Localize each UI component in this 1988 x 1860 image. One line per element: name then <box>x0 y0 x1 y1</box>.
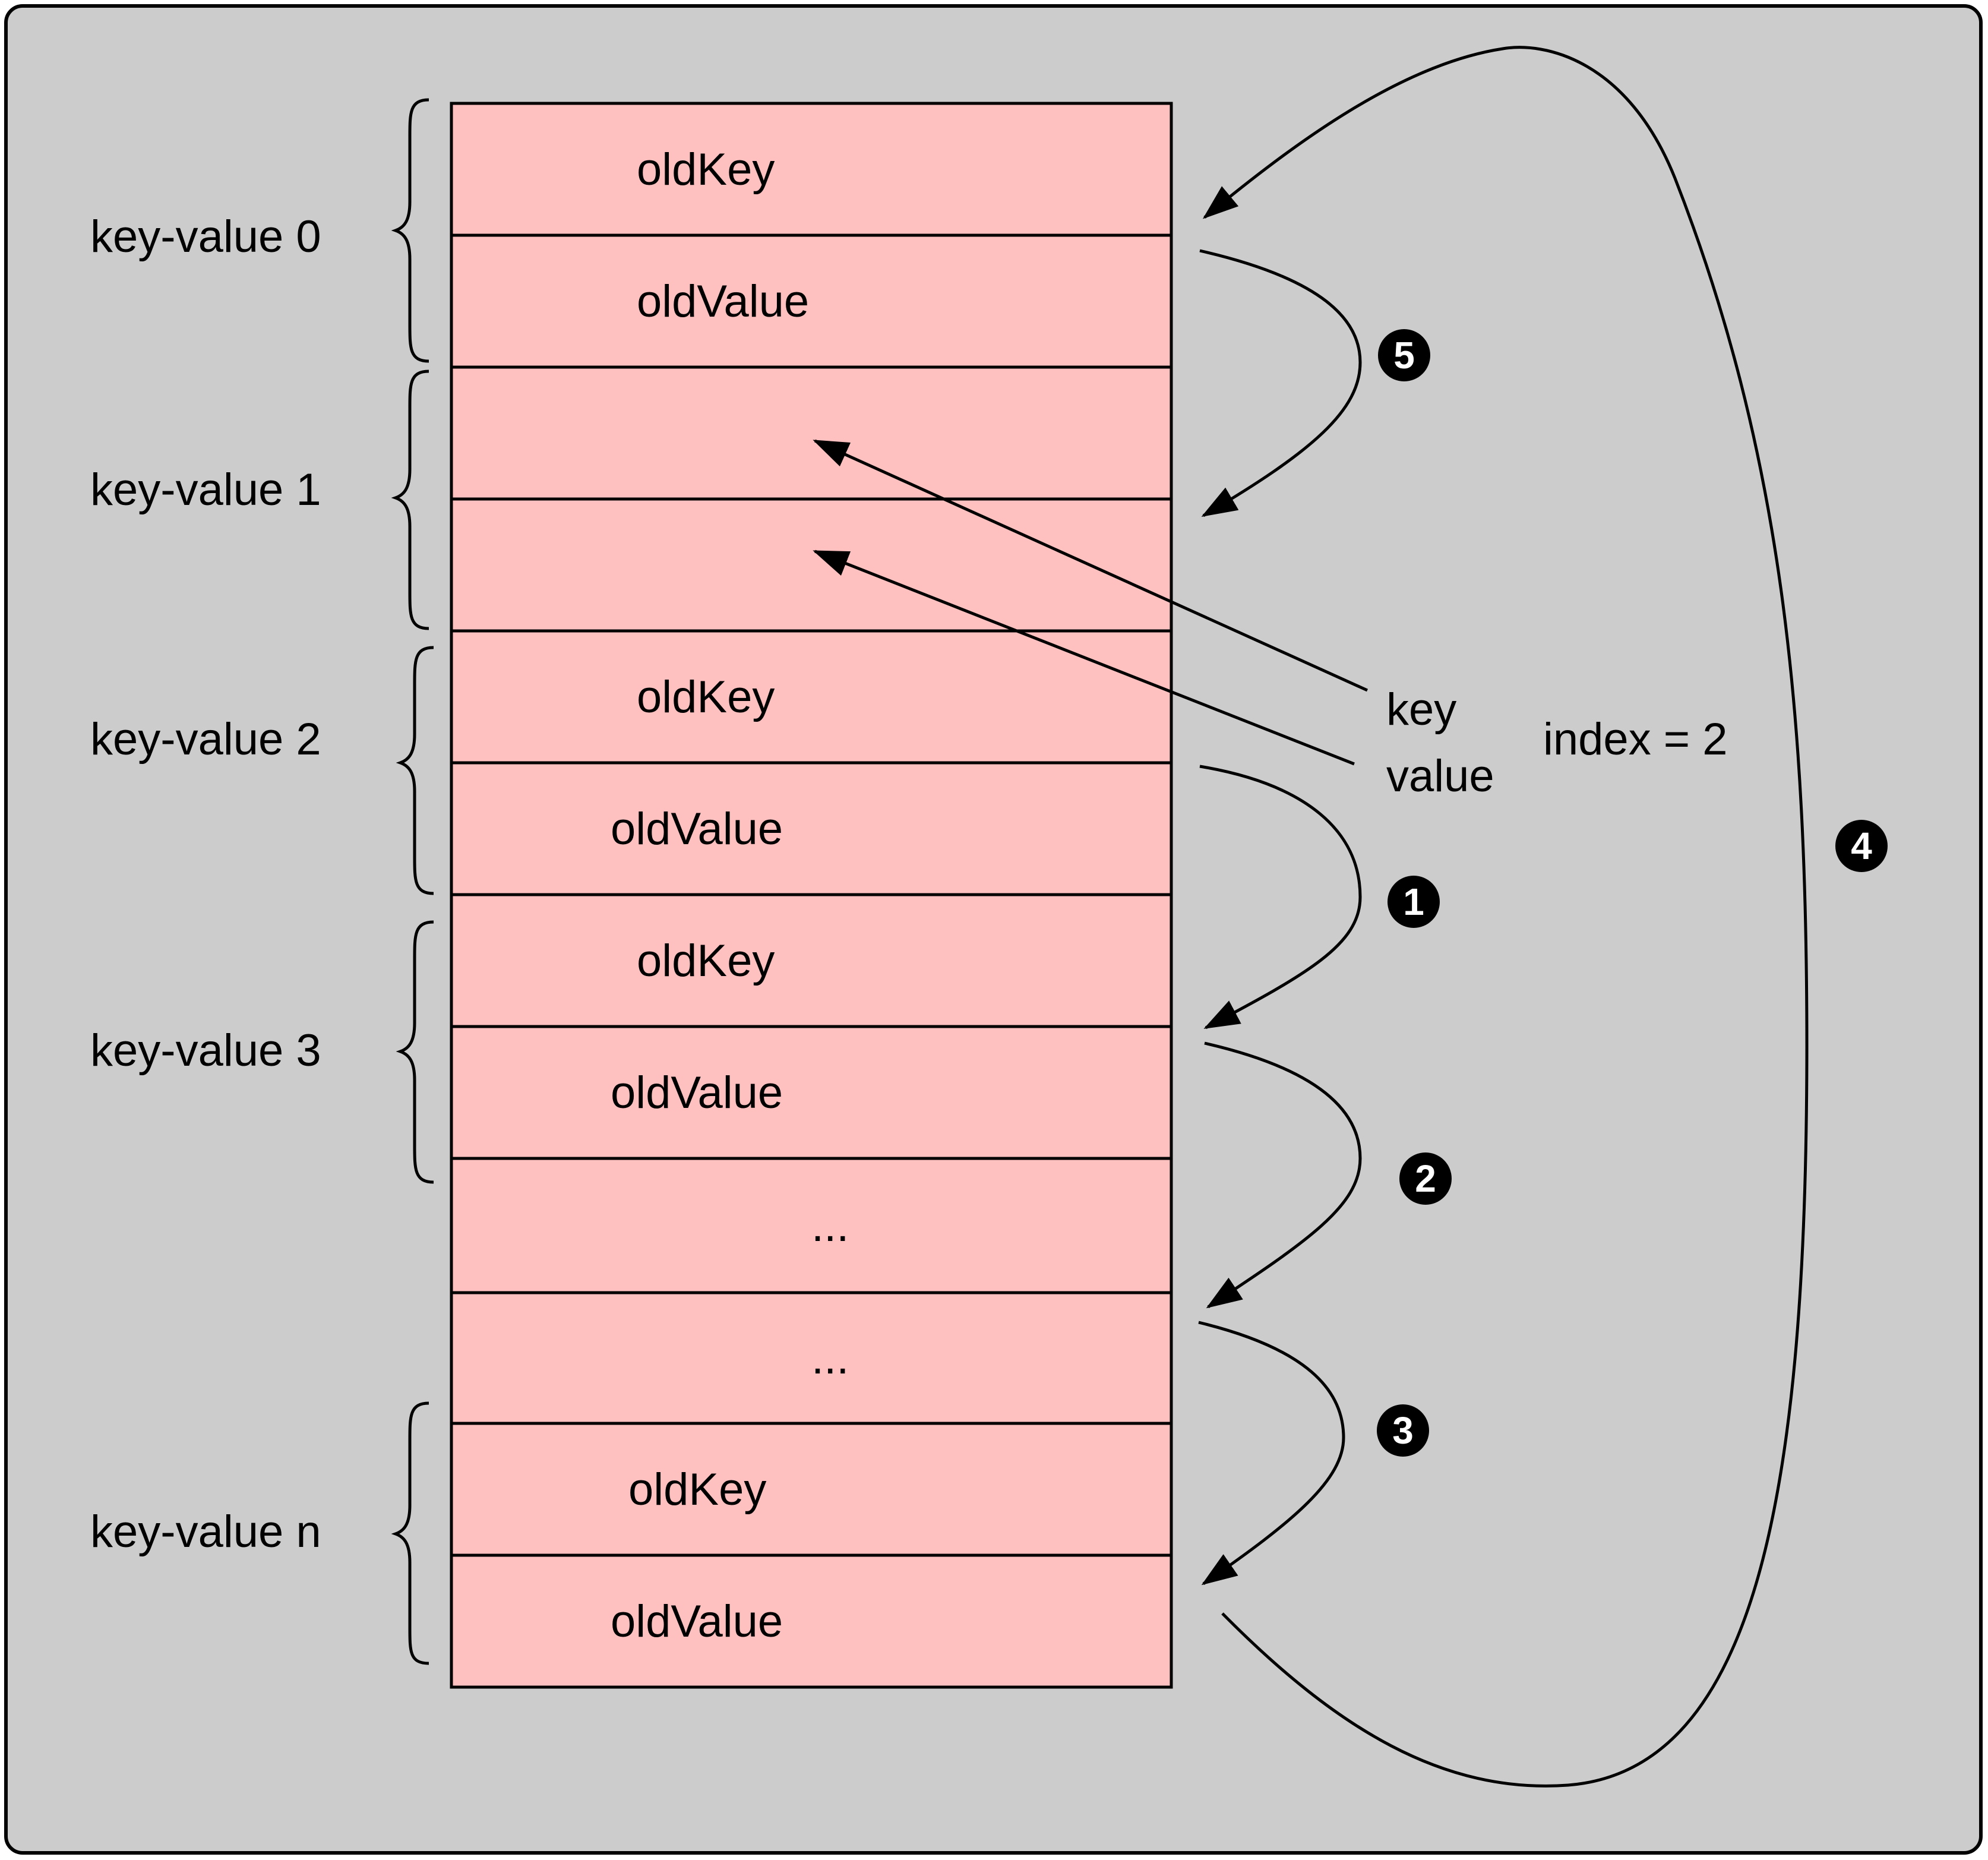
step-3-number: 3 <box>1392 1409 1414 1452</box>
slot-8: ... <box>450 1157 1173 1294</box>
group-key-value-3: key-value 3 <box>90 920 434 1184</box>
step-1-arrow <box>1199 765 1362 1030</box>
group-label: key-value 3 <box>90 1025 321 1076</box>
group-key-value-2: key-value 2 <box>90 646 434 895</box>
slot-11-label: oldValue <box>611 1596 783 1647</box>
brace <box>396 646 434 895</box>
step-3-badge: 3 <box>1377 1404 1429 1457</box>
step-5-number: 5 <box>1393 334 1415 377</box>
slot-1-label: oldValue <box>637 276 809 327</box>
incoming-entry: key value index = 2 <box>813 439 1728 801</box>
step-2-arrow <box>1204 1041 1362 1309</box>
step-5-arrow <box>1199 249 1362 517</box>
slot-9-label: ... <box>811 1333 849 1384</box>
group-key-value-n: key-value n <box>90 1401 429 1665</box>
step-2-number: 2 <box>1415 1157 1436 1200</box>
group-key-value-0: key-value 0 <box>90 98 429 363</box>
key-pointer-arrow <box>813 439 1368 692</box>
slot-7: oldValue <box>450 1025 1173 1160</box>
slot-7-label: oldValue <box>611 1068 783 1118</box>
group-label: key-value 2 <box>90 714 321 765</box>
key-label: key <box>1386 684 1456 735</box>
brace <box>391 98 429 363</box>
group-label: key-value 1 <box>90 465 321 515</box>
step-4-number: 4 <box>1851 825 1872 867</box>
step-1-number: 1 <box>1403 880 1424 923</box>
slot-4: oldKey <box>450 629 1173 765</box>
value-label: value <box>1386 751 1494 801</box>
step-5-badge: 5 <box>1378 329 1430 381</box>
slot-9: ... <box>450 1291 1173 1425</box>
index-label: index = 2 <box>1543 714 1728 765</box>
brace <box>396 920 434 1184</box>
slot-8-label: ... <box>811 1201 849 1251</box>
slot-5: oldValue <box>450 761 1173 896</box>
slot-10: oldKey <box>450 1422 1173 1557</box>
step-2-badge: 2 <box>1399 1152 1452 1205</box>
group-label: key-value 0 <box>90 211 321 262</box>
brace <box>391 370 429 630</box>
slot-4-label: oldKey <box>637 672 775 722</box>
slot-2 <box>450 365 1173 501</box>
probe-arrows <box>1198 46 1809 1788</box>
value-pointer-arrow <box>813 550 1355 766</box>
slot-6: oldKey <box>450 893 1173 1028</box>
storage-array: oldKey oldValue oldKey oldValue oldKey o… <box>450 102 1173 1689</box>
slot-6-label: oldKey <box>637 936 775 986</box>
group-label: key-value n <box>90 1507 321 1557</box>
step-3-arrow <box>1198 1321 1345 1586</box>
slot-5-label: oldValue <box>611 804 783 854</box>
step-4-badge: 4 <box>1835 820 1888 872</box>
slot-1: oldValue <box>450 233 1173 369</box>
slot-0: oldKey <box>450 102 1173 237</box>
slot-3 <box>450 497 1173 633</box>
slot-0-label: oldKey <box>637 144 775 195</box>
slot-11: oldValue <box>450 1553 1173 1689</box>
step-1-badge: 1 <box>1388 876 1440 928</box>
step-4-arrow <box>1202 46 1809 1788</box>
slot-10-label: oldKey <box>628 1464 766 1515</box>
group-key-value-1: key-value 1 <box>90 370 429 630</box>
brace <box>391 1401 429 1665</box>
